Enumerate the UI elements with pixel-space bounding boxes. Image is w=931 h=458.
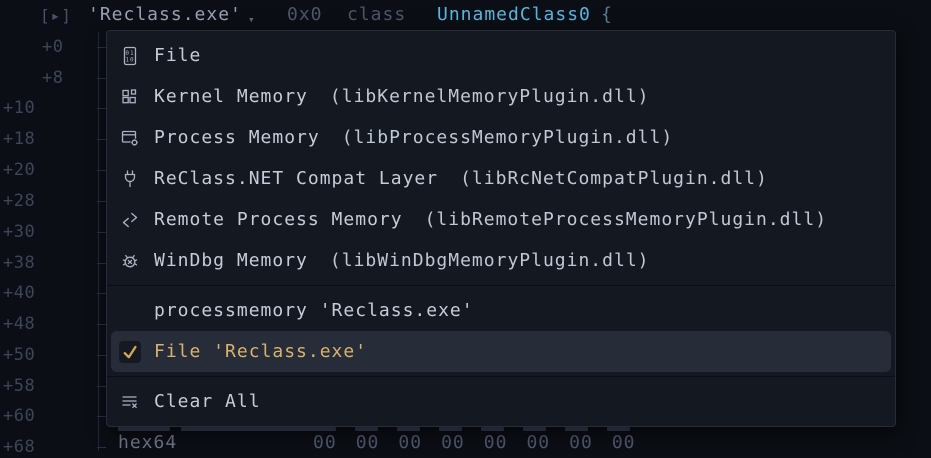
menu-item-label: WinDbg Memory (154, 250, 308, 271)
offset-row: +28 (0, 190, 106, 212)
menu-item-lib: (libWinDbgMemoryPlugin.dll) (329, 250, 650, 271)
offset-label: +28 (3, 191, 36, 211)
menu-item-lib: (libKernelMemoryPlugin.dll) (329, 86, 650, 107)
menu-item-label: Clear All (154, 391, 261, 412)
menu-item-kernel-memory[interactable]: Kernel Memory (libKernelMemoryPlugin.dll… (107, 76, 895, 117)
offset-label: +60 (3, 406, 36, 426)
offset-label: +40 (3, 283, 36, 303)
checkmark-icon (119, 340, 141, 363)
menu-item-remote-process-memory[interactable]: Remote Process Memory (libRemoteProcessM… (107, 199, 895, 240)
byte-value: 00 (313, 432, 337, 453)
byte-value: 00 (483, 432, 508, 453)
offset-row: +10 (0, 97, 106, 119)
class-address-field[interactable]: 0x0 (287, 4, 323, 25)
offset-label: +10 (3, 98, 36, 118)
menu-item-label: File (154, 45, 202, 66)
menu-item-label: processmemory 'Reclass.exe' (154, 300, 474, 321)
offset-row: +58 (0, 375, 106, 397)
kernel-memory-icon (119, 86, 141, 108)
context-menu: 01 10 File Kernel Memory (libKernelMemor… (106, 30, 896, 427)
menu-item-reclass-net-compat[interactable]: ReClass.NET Compat Layer (libRcNetCompat… (107, 158, 895, 199)
menu-item-process-memory[interactable]: Process Memory (libProcessMemoryPlugin.d… (107, 117, 895, 158)
offset-label: +58 (3, 376, 36, 396)
byte-value: 00 (526, 432, 551, 453)
clear-list-icon (119, 391, 141, 413)
menu-item-label: Kernel Memory (154, 86, 308, 107)
node-type-label: hex64 (118, 432, 178, 453)
menu-item-lib: (libRcNetCompatPlugin.dll) (460, 168, 768, 189)
menu-item-label: Process Memory (154, 127, 320, 148)
open-brace: { (601, 4, 613, 25)
plug-icon (119, 168, 141, 190)
offset-row: +38 (0, 252, 106, 274)
offset-row: +60 (0, 405, 106, 427)
offset-label: +0 (42, 37, 64, 57)
menu-separator (107, 376, 895, 377)
offset-row: +48 (0, 313, 106, 335)
process-selector[interactable]: 'Reclass.exe' (88, 4, 242, 25)
menu-item-lib: (libRemoteProcessMemoryPlugin.dll) (424, 209, 828, 230)
menu-item-label: Remote Process Memory (154, 209, 403, 230)
byte-value: 00 (611, 432, 636, 453)
byte-value: 00 (398, 432, 423, 453)
remote-connection-icon (119, 209, 141, 231)
node-bytes: 00 00 00 00 00 00 00 00 (313, 432, 636, 453)
menu-separator (107, 285, 895, 286)
offset-label: +50 (3, 345, 36, 365)
offset-row: +20 (0, 159, 106, 181)
process-memory-icon (119, 127, 141, 149)
menu-item-label: File 'Reclass.exe' (154, 341, 368, 362)
svg-text:10: 10 (125, 56, 134, 63)
empty-icon-slot (119, 300, 141, 322)
offset-label: +30 (3, 222, 36, 242)
offset-label: +8 (42, 68, 64, 88)
dropdown-arrow-icon[interactable]: ▾ (248, 13, 256, 26)
class-keyword: class (347, 4, 407, 25)
menu-item-label: ReClass.NET Compat Layer (154, 168, 439, 189)
offset-label: +20 (3, 160, 36, 180)
offset-row: +40 (0, 282, 106, 304)
menu-item-recent-file-selected[interactable]: File 'Reclass.exe' (111, 331, 891, 372)
menu-item-lib: (libProcessMemoryPlugin.dll) (341, 127, 674, 148)
offset-row: +0 (0, 36, 106, 58)
byte-value: 00 (441, 432, 465, 453)
class-name-field[interactable]: UnnamedClass0 (437, 4, 591, 25)
bug-icon (119, 250, 141, 272)
offset-label: +38 (3, 253, 36, 273)
binary-file-icon: 01 10 (119, 45, 141, 67)
offset-row: +50 (0, 344, 106, 366)
offset-label: +48 (3, 314, 36, 334)
svg-text:01: 01 (125, 50, 134, 57)
menu-item-file[interactable]: 01 10 File (107, 35, 895, 76)
menu-item-clear-all[interactable]: Clear All (107, 381, 895, 422)
offset-row: +18 (0, 128, 106, 150)
byte-value: 00 (569, 432, 593, 453)
tree-guide-line (98, 32, 99, 451)
collapse-toggle-icon[interactable]: [▸] (40, 6, 72, 25)
menu-item-windbg-memory[interactable]: WinDbg Memory (libWinDbgMemoryPlugin.dll… (107, 240, 895, 281)
node-row-hex64[interactable]: hex64 00 00 00 00 00 00 00 00 (0, 432, 931, 456)
offset-row: +8 (0, 67, 106, 89)
offset-row: +30 (0, 221, 106, 243)
byte-value: 00 (355, 432, 380, 453)
offset-label: +18 (3, 129, 36, 149)
menu-item-recent-processmemory[interactable]: processmemory 'Reclass.exe' (107, 290, 895, 331)
